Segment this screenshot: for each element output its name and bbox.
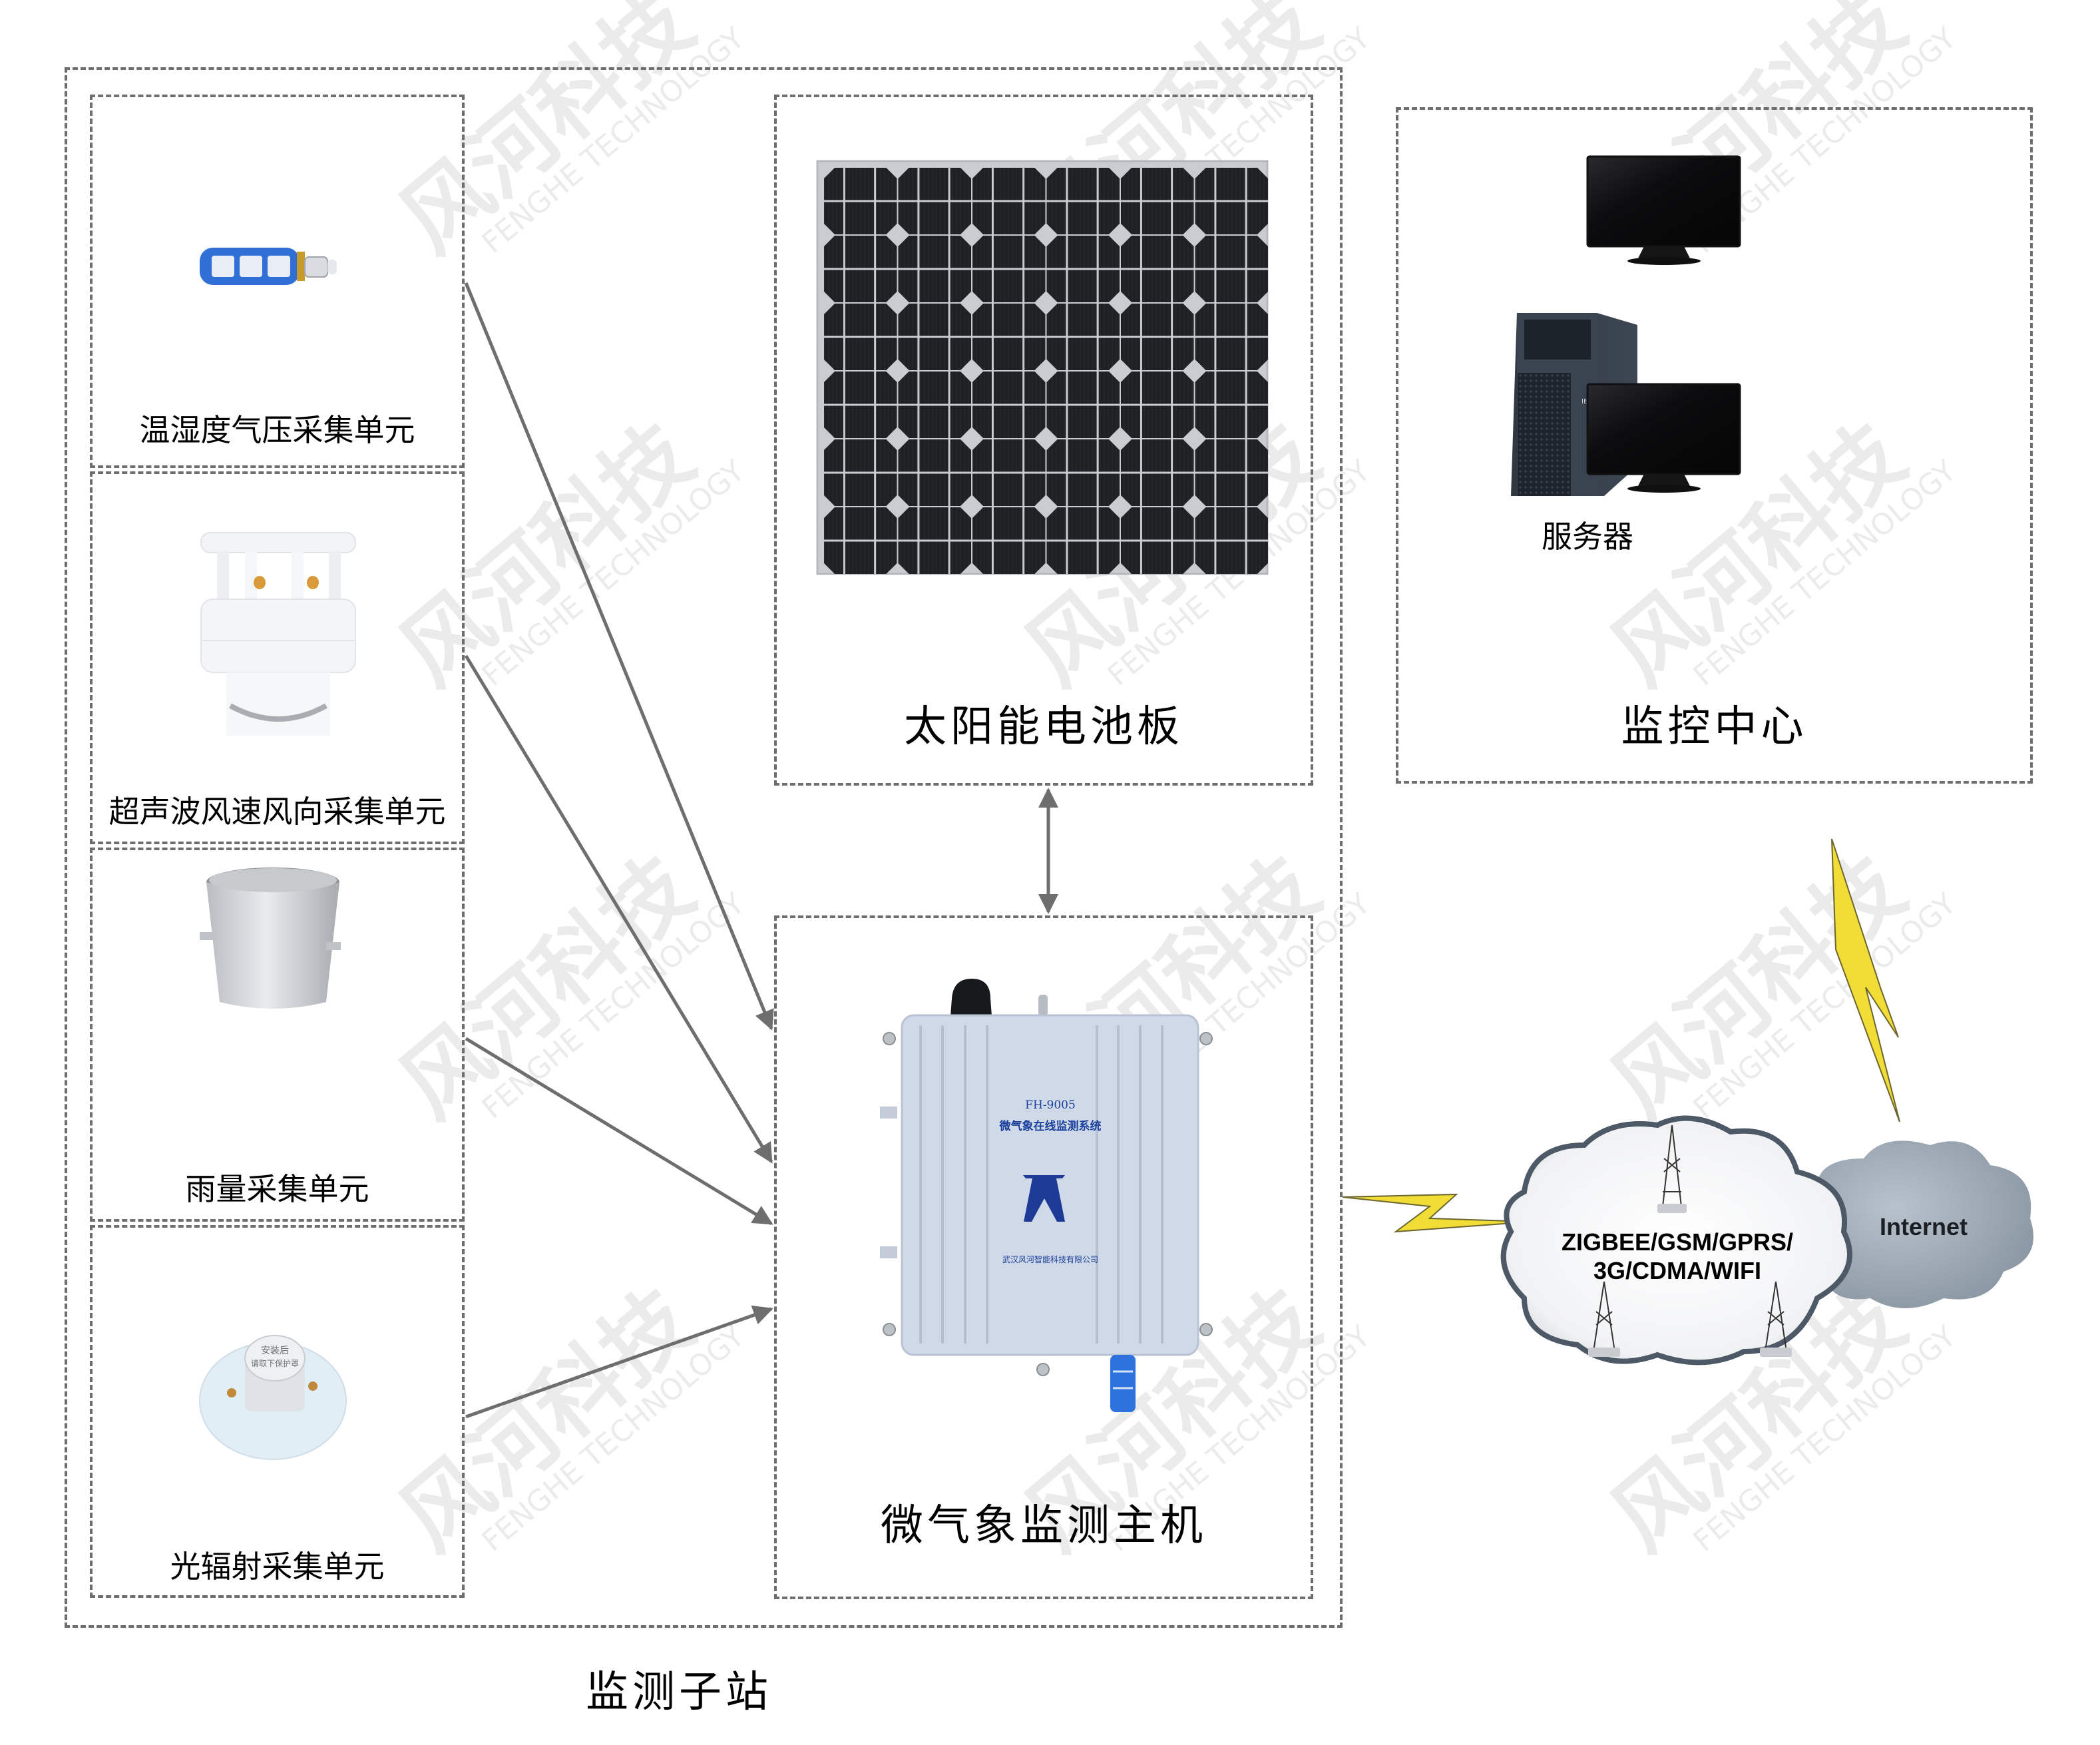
arrow-light-to-host xyxy=(465,1305,773,1419)
monitor-icon-bottom xyxy=(1586,383,1741,493)
wireless-network-cloud-icon xyxy=(1500,1115,1852,1366)
temp-humidity-pressure-sensor-icon xyxy=(200,248,337,285)
sensor-box-light-radiation xyxy=(90,1225,465,1598)
arrow-thp-to-host xyxy=(464,282,774,1031)
sensor-label-ultrasonic-wind: 超声波风速风向采集单元 xyxy=(108,794,446,830)
rain-gauge-icon xyxy=(200,868,341,1009)
host-model-text: FH-9005 xyxy=(1025,1099,1076,1112)
ultrasonic-wind-sensor-icon xyxy=(200,532,356,736)
sensor-to-host-arrows xyxy=(464,282,774,1419)
monitoring-center-label: 监控中心 xyxy=(1621,702,1808,752)
power-tower-logo-icon xyxy=(1023,1175,1065,1222)
light-sensor-cap-text-2: 请取下保护罩 xyxy=(251,1359,299,1368)
solar-panel-label: 太阳能电池板 xyxy=(904,702,1183,752)
sensor-box-temp-humidity-pressure xyxy=(90,95,465,468)
server-label: 服务器 xyxy=(1542,519,1633,555)
monitor-icon-top xyxy=(1586,155,1741,265)
lightning-network-to-center-icon xyxy=(1831,838,1900,1122)
arrow-wind-to-host xyxy=(464,654,773,1164)
sensor-box-ultrasonic-wind xyxy=(90,471,465,844)
lightning-host-to-network-icon xyxy=(1342,1193,1532,1233)
monitoring-substation-box xyxy=(65,67,1343,1628)
light-radiation-sensor-icon: 安装后 请取下保护罩 xyxy=(199,1335,347,1460)
arrow-rain-to-host xyxy=(465,1037,773,1226)
monitoring-center-box xyxy=(1396,107,2033,784)
light-sensor-cap-text-1: 安装后 xyxy=(261,1346,289,1356)
wireless-network-label-line2: 3G/CDMA/WIFI xyxy=(1593,1257,1761,1284)
solar-panel-box xyxy=(774,95,1313,786)
monitoring-host-box xyxy=(774,915,1313,1599)
monitoring-host-enclosure-icon: FH-9005 微气象在线监测系统 武汉风河智能科技有限公司 xyxy=(880,979,1213,1412)
internet-label: Internet xyxy=(1879,1213,1968,1240)
sensor-label-light-radiation: 光辐射采集单元 xyxy=(170,1549,385,1585)
internet-cloud-icon xyxy=(1805,1140,2033,1308)
host-company-text: 武汉风河智能科技有限公司 xyxy=(1002,1254,1098,1264)
wireless-network-label-line1: ZIGBEE/GSM/GPRS/ xyxy=(1561,1228,1794,1256)
solar-panel-icon xyxy=(816,160,1269,575)
monitoring-host-label: 微气象监测主机 xyxy=(881,1501,1207,1551)
sensor-label-temp-humidity-pressure: 温湿度气压采集单元 xyxy=(139,412,415,448)
host-system-name-text: 微气象在线监测系统 xyxy=(999,1119,1102,1133)
sensor-box-rain xyxy=(90,848,465,1222)
sensor-label-rain: 雨量采集单元 xyxy=(185,1171,369,1207)
cell-tower-icons xyxy=(1593,1124,1787,1352)
monitoring-substation-label: 监测子站 xyxy=(586,1668,772,1717)
